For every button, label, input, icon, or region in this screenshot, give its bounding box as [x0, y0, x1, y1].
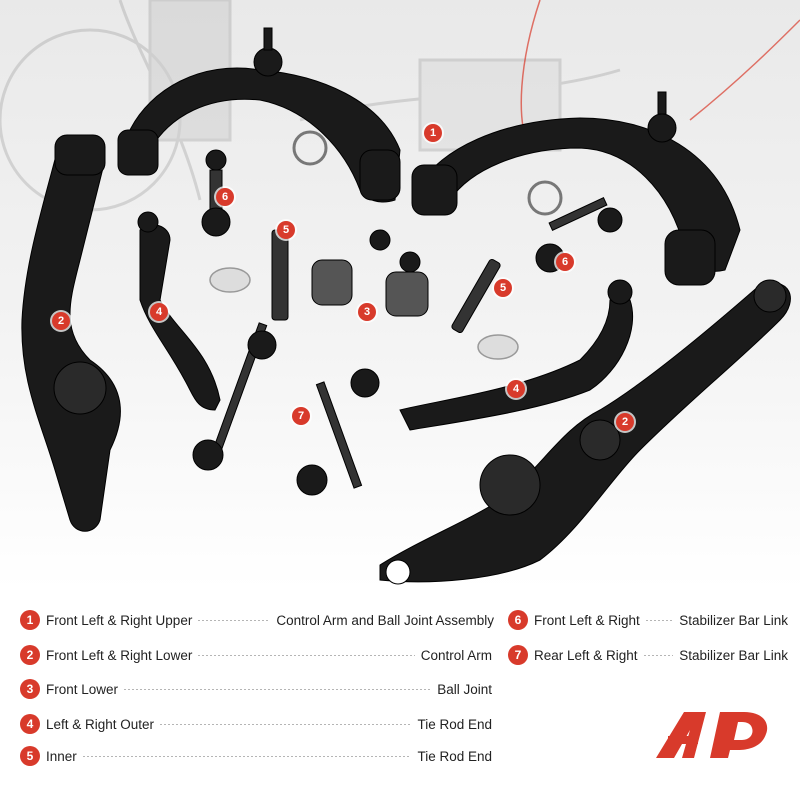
- legend-item: 6 Front Left & Right Stabilizer Bar Link: [508, 609, 788, 631]
- legend-label: Left & Right Outer: [46, 716, 155, 732]
- legend-item: 2 Front Left & Right Lower Control Arm: [20, 644, 492, 666]
- leader-line: [198, 619, 271, 621]
- legend-label: Inner: [46, 748, 77, 764]
- legend-item: 3 Front Lower Ball Joint: [20, 678, 492, 700]
- leader-line: [160, 723, 412, 725]
- product-photo: 1 2 2 3 4 4 5 5 6 6 7: [0, 0, 800, 590]
- callout-badge: 5: [277, 221, 295, 239]
- parts-illustration: [0, 0, 800, 585]
- callout-badge: 2: [52, 312, 70, 330]
- legend-value: Stabilizer Bar Link: [679, 647, 788, 663]
- legend-number: 5: [20, 746, 40, 766]
- legend-value: Control Arm and Ball Joint Assembly: [276, 612, 494, 628]
- callout-badge: 7: [292, 407, 310, 425]
- legend-label: Rear Left & Right: [534, 647, 638, 663]
- legend-item: 5 Inner Tie Rod End: [20, 745, 492, 767]
- legend-item: 1 Front Left & Right Upper Control Arm a…: [20, 609, 494, 631]
- callout-badge: 1: [424, 124, 442, 142]
- parts-legend: 1 Front Left & Right Upper Control Arm a…: [0, 600, 800, 800]
- leader-line: [198, 654, 415, 656]
- callout-badge: 6: [216, 188, 234, 206]
- legend-number: 3: [20, 679, 40, 699]
- legend-label: Front Left & Right Lower: [46, 647, 193, 663]
- legend-value: Control Arm: [420, 647, 492, 663]
- legend-number: 4: [20, 714, 40, 734]
- ap-brand-logo-icon: [654, 708, 774, 760]
- legend-number: 2: [20, 645, 40, 665]
- callout-badge: 6: [556, 253, 574, 271]
- legend-number: 7: [508, 645, 528, 665]
- legend-label: Front Lower: [46, 681, 119, 697]
- leader-line: [645, 619, 674, 621]
- legend-number: 6: [508, 610, 528, 630]
- callout-badge: 2: [616, 413, 634, 431]
- leader-line: [643, 654, 674, 656]
- callout-badge: 4: [150, 303, 168, 321]
- legend-label: Front Left & Right: [534, 612, 640, 628]
- legend-value: Tie Rod End: [417, 716, 492, 732]
- callout-badge: 5: [494, 279, 512, 297]
- leader-line: [124, 688, 432, 690]
- legend-value: Ball Joint: [437, 681, 492, 697]
- callout-badge: 3: [358, 303, 376, 321]
- leader-line: [82, 755, 412, 757]
- callout-badge: 4: [507, 380, 525, 398]
- legend-number: 1: [20, 610, 40, 630]
- legend-label: Front Left & Right Upper: [46, 612, 193, 628]
- legend-item: 4 Left & Right Outer Tie Rod End: [20, 713, 492, 735]
- legend-item: 7 Rear Left & Right Stabilizer Bar Link: [508, 644, 788, 666]
- legend-value: Stabilizer Bar Link: [679, 612, 788, 628]
- legend-value: Tie Rod End: [417, 748, 492, 764]
